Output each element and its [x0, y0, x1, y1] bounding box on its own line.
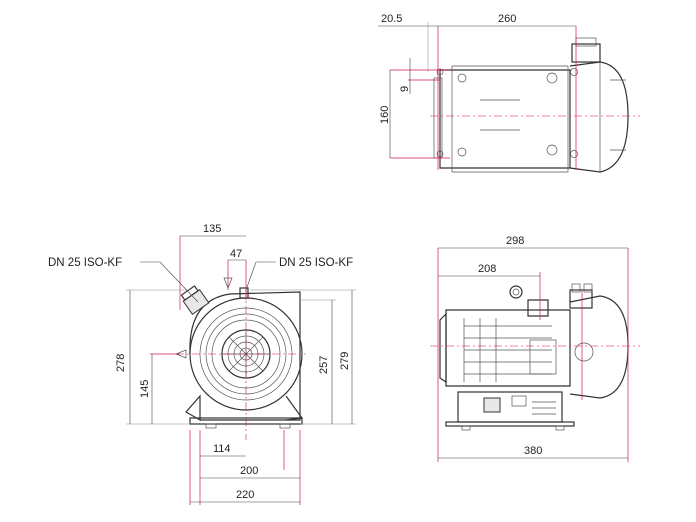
dim-top-width: 160	[379, 106, 391, 124]
dim-front-257: 257	[318, 356, 330, 374]
dim-front-279: 279	[339, 352, 351, 370]
dim-front-200: 200	[240, 465, 258, 477]
dim-side-298: 298	[506, 235, 524, 247]
front-view: 135 47 278 145 257 279 114 200 220 DN 25…	[48, 223, 356, 505]
dim-side-380: 380	[524, 445, 542, 457]
dim-front-135: 135	[203, 223, 221, 235]
dim-side-208: 208	[478, 263, 496, 275]
top-view: 20.5 260 9 160	[378, 13, 640, 173]
dim-front-47: 47	[230, 248, 242, 260]
label-dn-right: DN 25 ISO-KF	[279, 257, 353, 269]
dim-front-278: 278	[115, 354, 127, 372]
dim-front-114: 114	[213, 443, 231, 455]
label-dn-left: DN 25 ISO-KF	[48, 257, 122, 269]
dim-top-offset: 20.5	[381, 13, 402, 25]
dim-front-220: 220	[236, 489, 254, 501]
side-view: 298 208 380	[430, 235, 640, 462]
dim-top-length: 260	[498, 13, 516, 25]
dim-top-hole: 9	[399, 86, 411, 92]
dim-front-145: 145	[139, 380, 151, 398]
